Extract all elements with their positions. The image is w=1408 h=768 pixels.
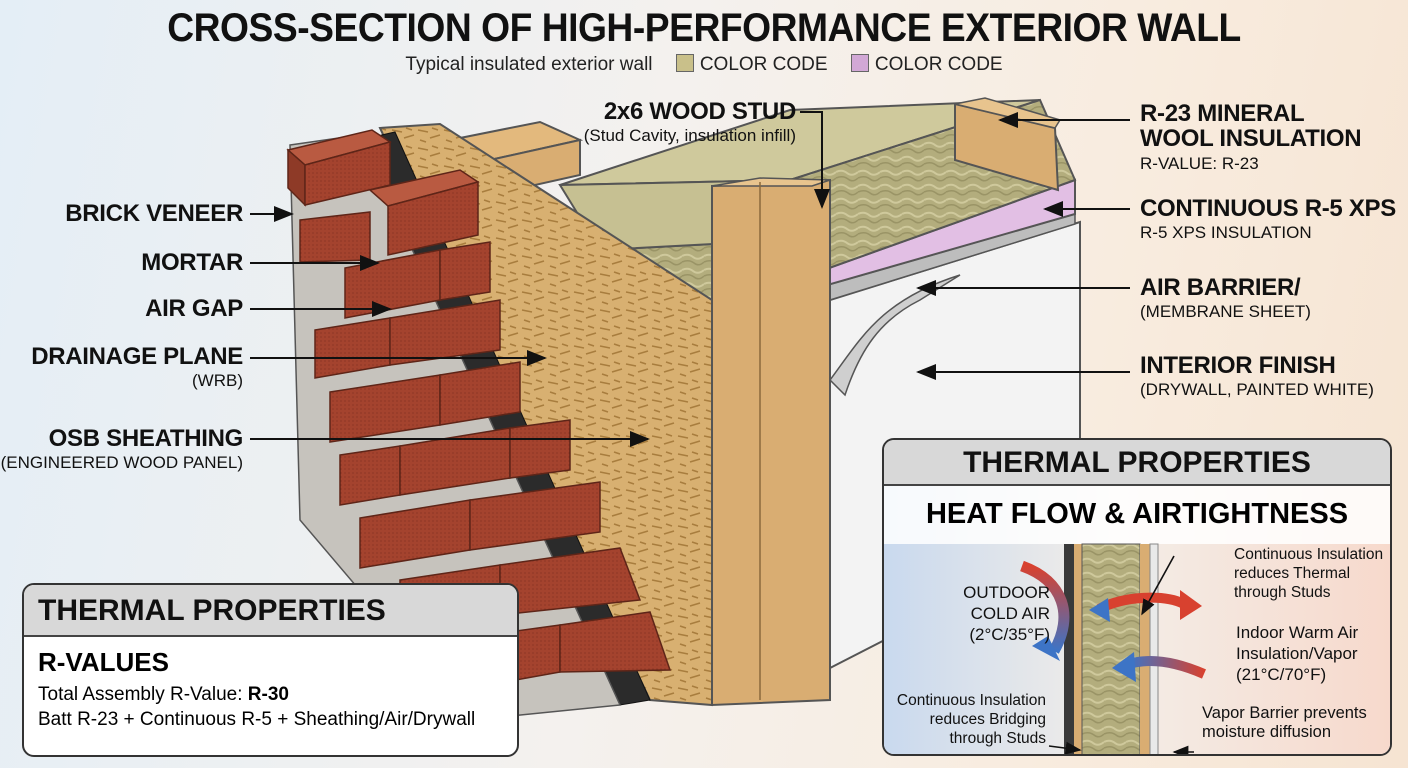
total-rvalue: R-30 <box>247 684 289 705</box>
leader-arrows <box>250 111 1130 447</box>
rvalues-panel-header: THERMAL PROPERTIES <box>24 585 517 637</box>
insulation-strip <box>1081 543 1141 754</box>
warm-air-arrow <box>1127 656 1206 679</box>
heat-flow-panel: THERMAL PROPERTIES HEAT FLOW & AIRTIGHTN… <box>882 438 1392 756</box>
label-mortar: MORTAR <box>141 249 243 276</box>
wrb-strip <box>1064 544 1074 754</box>
label-air-gap: AIR GAP <box>145 295 243 322</box>
label-drainage-plane: DRAINAGE PLANE(WRB) <box>31 343 243 390</box>
heat-panel-header: THERMAL PROPERTIES <box>884 440 1390 486</box>
rvalues-heading: R-VALUES <box>38 647 169 677</box>
total-rvalue-row: Total Assembly R-Value: R-30 <box>38 684 503 706</box>
subtitle: Typical insulated exterior wall <box>405 54 653 75</box>
color-swatch-mineral-wool <box>675 54 694 72</box>
wood-stud <box>711 178 831 707</box>
label-brick-veneer: BRICK VENEER <box>65 200 243 227</box>
heat-panel-heading: HEAT FLOW & AIRTIGHTNESS <box>925 498 1349 530</box>
heat-flow-diagram <box>884 486 1390 754</box>
cold-air-arrow <box>1019 560 1070 654</box>
label-wood-stud: 2x6 WOOD STUD(Stud Cavity, insulation in… <box>583 98 797 145</box>
page-title: CROSS-SECTION OF HIGH-PERFORMANCE EXTERI… <box>167 6 1241 50</box>
brick-veneer <box>286 129 672 721</box>
color-swatch-xps <box>850 54 869 72</box>
subtitle-row: Typical insulated exterior wall COLOR CO… <box>0 54 1408 76</box>
color-code-label-1: COLOR CODE <box>699 54 828 75</box>
rvalues-panel: THERMAL PROPERTIES R-VALUES Total Assemb… <box>22 583 519 757</box>
label-interior-finish: INTERIOR FINISH(DRYWALL, PAINTED WHITE) <box>1140 352 1374 399</box>
color-code-label-2: COLOR CODE <box>874 54 1003 75</box>
label-air-barrier: AIR BARRIER/(MEMBRANE SHEET) <box>1140 274 1311 321</box>
label-osb-sheathing: OSB SHEATHING(ENGINEERED WOOD PANEL) <box>0 425 244 472</box>
total-rvalue-prefix: Total Assembly R-Value: <box>38 684 248 705</box>
rvalue-breakdown: Batt R-23 + Continuous R-5 + Sheathing/A… <box>38 709 476 730</box>
